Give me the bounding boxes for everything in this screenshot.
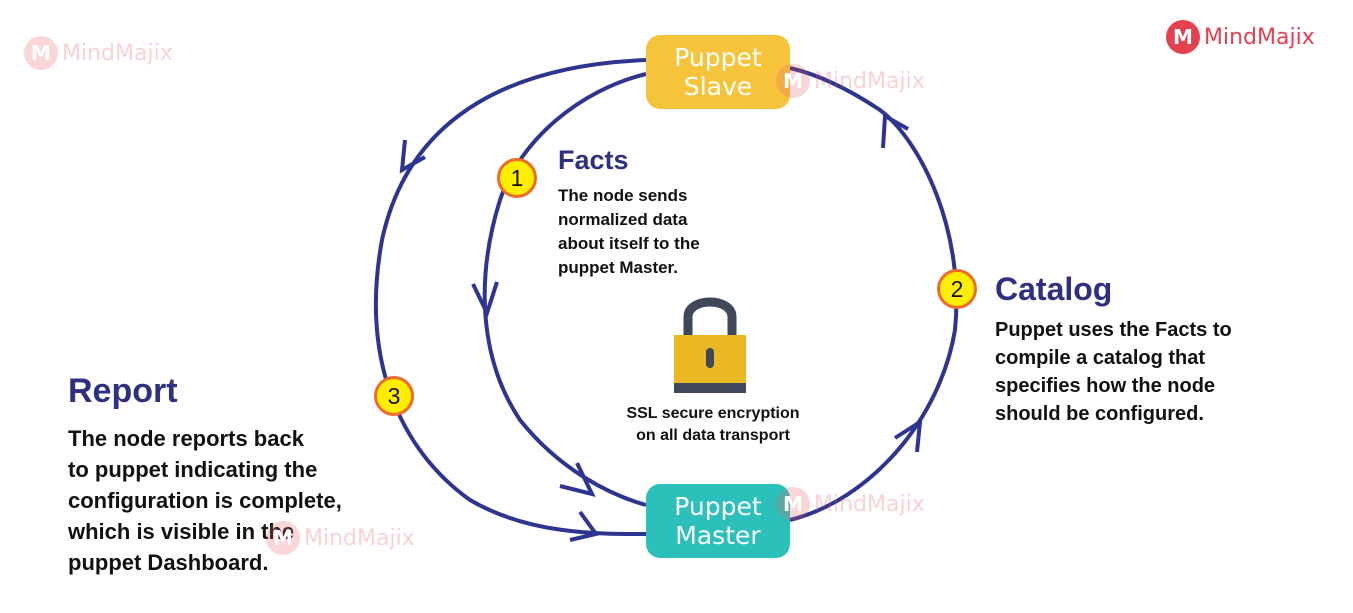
report-line: to puppet indicating the [68,457,318,482]
ssl-caption: SSL secure encryption on all data transp… [598,403,828,447]
puppet-master-node: Puppet Master [646,484,790,558]
catalog-line: specifies how the node [995,375,1216,397]
mindmajix-logo-icon: M [776,64,810,98]
step-badge-3: 3 [374,376,414,416]
facts-line: puppet Master. [558,258,678,277]
watermark-logo: M MindMajix [776,487,925,521]
watermark-text: MindMajix [304,525,415,551]
catalog-line: Puppet uses the Facts to [995,319,1232,341]
arrowhead-inner-mid [471,281,499,319]
catalog-description: Puppet uses the Facts to compile a catal… [995,316,1295,428]
catalog-line: compile a catalog that [995,347,1206,369]
padlock-base [674,383,746,393]
watermark-text: MindMajix [62,40,173,66]
arrow-facts-path [482,72,647,507]
mindmajix-logo-icon: M [24,36,58,70]
catalog-line: should be configured. [995,403,1204,425]
arrow-report-path [374,58,647,537]
mindmajix-logo-icon: M [266,521,300,555]
report-heading: Report [68,372,178,410]
slave-line1: Puppet [674,43,762,72]
puppet-slave-node: Puppet Slave [646,35,790,109]
facts-heading: Facts [558,145,629,175]
arrowhead-right-top [881,112,909,149]
ssl-line2: on all data transport [636,427,790,444]
slave-line2: Slave [683,72,753,101]
catalog-heading: Catalog [995,271,1113,307]
watermark-text: MindMajix [814,68,925,94]
mindmajix-logo-icon: M [1166,20,1200,54]
ssl-line1: SSL secure encryption [626,405,800,422]
padlock-shackle [683,297,737,335]
facts-line: The node sends [558,186,688,205]
report-line: puppet Dashboard. [68,550,269,575]
brand-text: MindMajix [1204,24,1315,50]
arrowhead-right-bottom [893,418,923,453]
report-line: The node reports back [68,426,304,451]
arrowhead-inner-bottom [559,462,596,497]
report-line: configuration is complete, [68,488,342,513]
step-badge-1: 1 [497,158,537,198]
mindmajix-logo-icon: M [776,487,810,521]
watermark-logo: M MindMajix [24,36,173,70]
padlock-keyhole [706,348,714,368]
watermark-logo: M MindMajix [266,521,415,555]
facts-line: normalized data [558,210,688,229]
master-line2: Master [675,521,761,550]
master-line1: Puppet [674,492,762,521]
facts-line: about itself to the [558,234,700,253]
padlock-icon [674,297,746,393]
facts-description: The node sends normalized data about its… [558,184,758,280]
brand-logo: M MindMajix [1166,20,1315,54]
report-line: which is visible in the [68,519,295,544]
watermark-text: MindMajix [814,491,925,517]
arrowhead-outer-top [399,139,426,174]
step-badge-2: 2 [937,269,977,309]
arrowhead-outer-bottom [569,510,600,542]
arrow-catalog-path [789,66,959,522]
watermark-logo: M MindMajix [776,64,925,98]
report-description: The node reports back to puppet indicati… [68,423,398,578]
